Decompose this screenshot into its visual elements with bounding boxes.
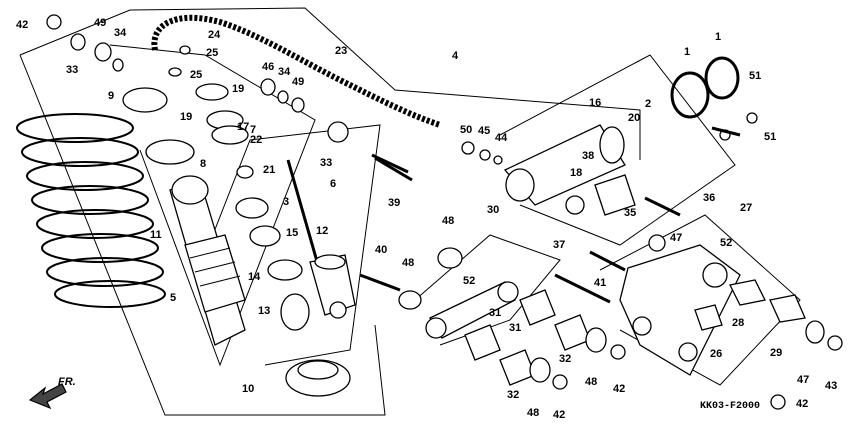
callout-38: 38 <box>582 150 594 162</box>
callout-10: 10 <box>242 383 254 395</box>
callout-48: 48 <box>585 376 597 388</box>
callout-6: 6 <box>330 178 336 190</box>
callout-46: 46 <box>262 61 274 73</box>
callout-45: 45 <box>478 125 490 137</box>
callout-51: 51 <box>764 131 776 143</box>
callout-27: 27 <box>740 202 752 214</box>
callout-19: 19 <box>180 111 192 123</box>
callout-34: 34 <box>278 66 291 78</box>
callout-3: 3 <box>283 196 289 208</box>
subassembly-outline <box>204 124 381 366</box>
callout-49: 49 <box>94 17 106 29</box>
reservoir-hose <box>151 14 441 128</box>
callout-44: 44 <box>495 132 508 144</box>
callout-51: 51 <box>749 70 761 82</box>
frame-outline <box>19 7 641 160</box>
damper-rod <box>286 159 356 319</box>
callout-35: 35 <box>624 207 636 219</box>
reservoir-outline <box>499 54 736 246</box>
callout-47: 47 <box>797 374 809 386</box>
suspension-arm <box>619 234 843 410</box>
callout-17: 17 <box>237 121 249 133</box>
callout-32: 32 <box>559 353 571 365</box>
callout-23: 23 <box>335 45 347 57</box>
callout-52: 52 <box>720 237 732 249</box>
callout-26: 26 <box>710 348 722 360</box>
callout-48: 48 <box>442 215 454 227</box>
callout-25: 25 <box>206 47 218 59</box>
callout-43: 43 <box>825 380 837 392</box>
front-direction-arrow <box>28 383 67 410</box>
callout-7: 7 <box>250 124 256 136</box>
collars <box>464 289 626 390</box>
callout-21: 21 <box>263 164 275 176</box>
reservoir <box>461 124 636 216</box>
callout-1: 1 <box>684 46 690 58</box>
top-bushings <box>46 14 349 143</box>
link-plate <box>359 153 519 339</box>
callout-31: 31 <box>489 307 501 319</box>
callout-47: 47 <box>670 232 682 244</box>
callout-50: 50 <box>460 124 472 136</box>
callout-16: 16 <box>589 97 601 109</box>
callout-34: 34 <box>114 27 127 39</box>
callout-39: 39 <box>388 197 400 209</box>
callout-42: 42 <box>796 398 808 410</box>
callout-48: 48 <box>527 407 539 419</box>
callout-42: 42 <box>16 19 28 31</box>
callout-18: 18 <box>570 167 582 179</box>
callout-33: 33 <box>66 64 78 76</box>
callout-42: 42 <box>553 409 565 421</box>
callout-37: 37 <box>553 239 565 251</box>
callout-48: 48 <box>402 257 414 269</box>
callout-15: 15 <box>286 227 298 239</box>
callout-49: 49 <box>292 76 304 88</box>
callout-14: 14 <box>248 271 261 283</box>
front-direction-label: FR. <box>58 376 76 388</box>
callout-20: 20 <box>628 112 640 124</box>
seal-stack <box>235 165 310 331</box>
ring-nuts <box>122 83 249 165</box>
callout-30: 30 <box>487 204 499 216</box>
callout-36: 36 <box>703 192 715 204</box>
callout-8: 8 <box>200 158 206 170</box>
callout-22: 22 <box>250 134 262 146</box>
callout-32: 32 <box>507 389 519 401</box>
callout-5: 5 <box>170 292 176 304</box>
callout-13: 13 <box>258 305 270 317</box>
callout-41: 41 <box>594 277 606 289</box>
callout-1: 1 <box>715 31 721 43</box>
callout-24: 24 <box>208 29 221 41</box>
callout-9: 9 <box>108 90 114 102</box>
spring <box>16 113 166 308</box>
callout-25: 25 <box>190 69 202 81</box>
callout-4: 4 <box>452 50 459 62</box>
shock-body <box>169 175 246 346</box>
lower-spring-seat <box>285 359 351 397</box>
bolts <box>554 126 741 304</box>
callout-2: 2 <box>645 98 651 110</box>
callout-12: 12 <box>316 225 328 237</box>
callout-52: 52 <box>463 275 475 287</box>
callout-29: 29 <box>770 347 782 359</box>
callout-33: 33 <box>320 157 332 169</box>
callout-40: 40 <box>375 244 387 256</box>
callout-11: 11 <box>150 229 162 241</box>
subassembly-outline <box>109 44 316 367</box>
diagram-code: KK03-F2000 <box>700 401 760 412</box>
callout-31: 31 <box>509 322 521 334</box>
callout-42: 42 <box>613 383 625 395</box>
callout-28: 28 <box>732 317 744 329</box>
callout-19: 19 <box>232 83 244 95</box>
